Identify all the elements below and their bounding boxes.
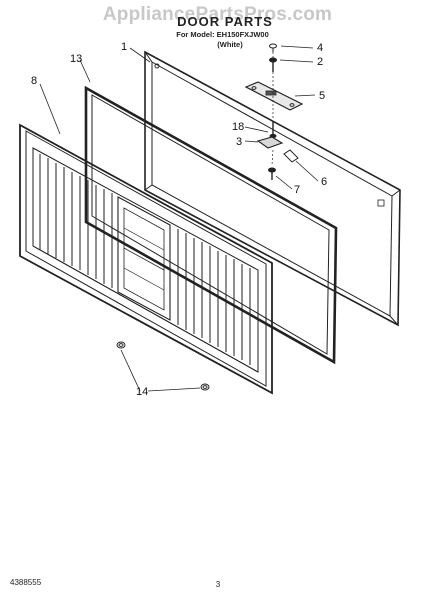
- part-plug-lower: [200, 383, 210, 391]
- part-pin-6: [283, 149, 299, 163]
- callout-6: 6: [321, 176, 327, 188]
- part-door-panel: [19, 123, 273, 395]
- part-hinge-3: [256, 136, 284, 149]
- callout-7: 7: [294, 184, 300, 196]
- callout-2: 2: [317, 56, 323, 68]
- part-screw-top: [269, 43, 277, 52]
- document-code: 4388555: [10, 578, 42, 587]
- callout-3: 3: [236, 136, 242, 148]
- callout-1: 1: [121, 41, 127, 53]
- part-plug-upper: [116, 341, 126, 349]
- diagram-title: DOOR PARTS: [177, 14, 273, 29]
- callout-14: 14: [136, 386, 148, 398]
- callout-8: 8: [31, 75, 37, 87]
- color-line: (White): [217, 40, 243, 49]
- callout-13: 13: [70, 53, 82, 65]
- page-number: 3: [215, 580, 221, 589]
- part-bracket-18: [269, 122, 277, 139]
- part-hinge-plate: [244, 81, 304, 111]
- part-gasket: [84, 85, 338, 365]
- part-outer-frame: [144, 50, 401, 327]
- model-line: For Model: EH150FXJW00: [176, 30, 269, 39]
- leader-lines: [39, 45, 319, 392]
- watermark: AppliancePartsPros.com: [102, 4, 333, 25]
- callout-5: 5: [319, 90, 325, 102]
- callout-18: 18: [232, 121, 244, 133]
- callout-4: 4: [317, 42, 323, 54]
- part-screw-7: [268, 167, 276, 180]
